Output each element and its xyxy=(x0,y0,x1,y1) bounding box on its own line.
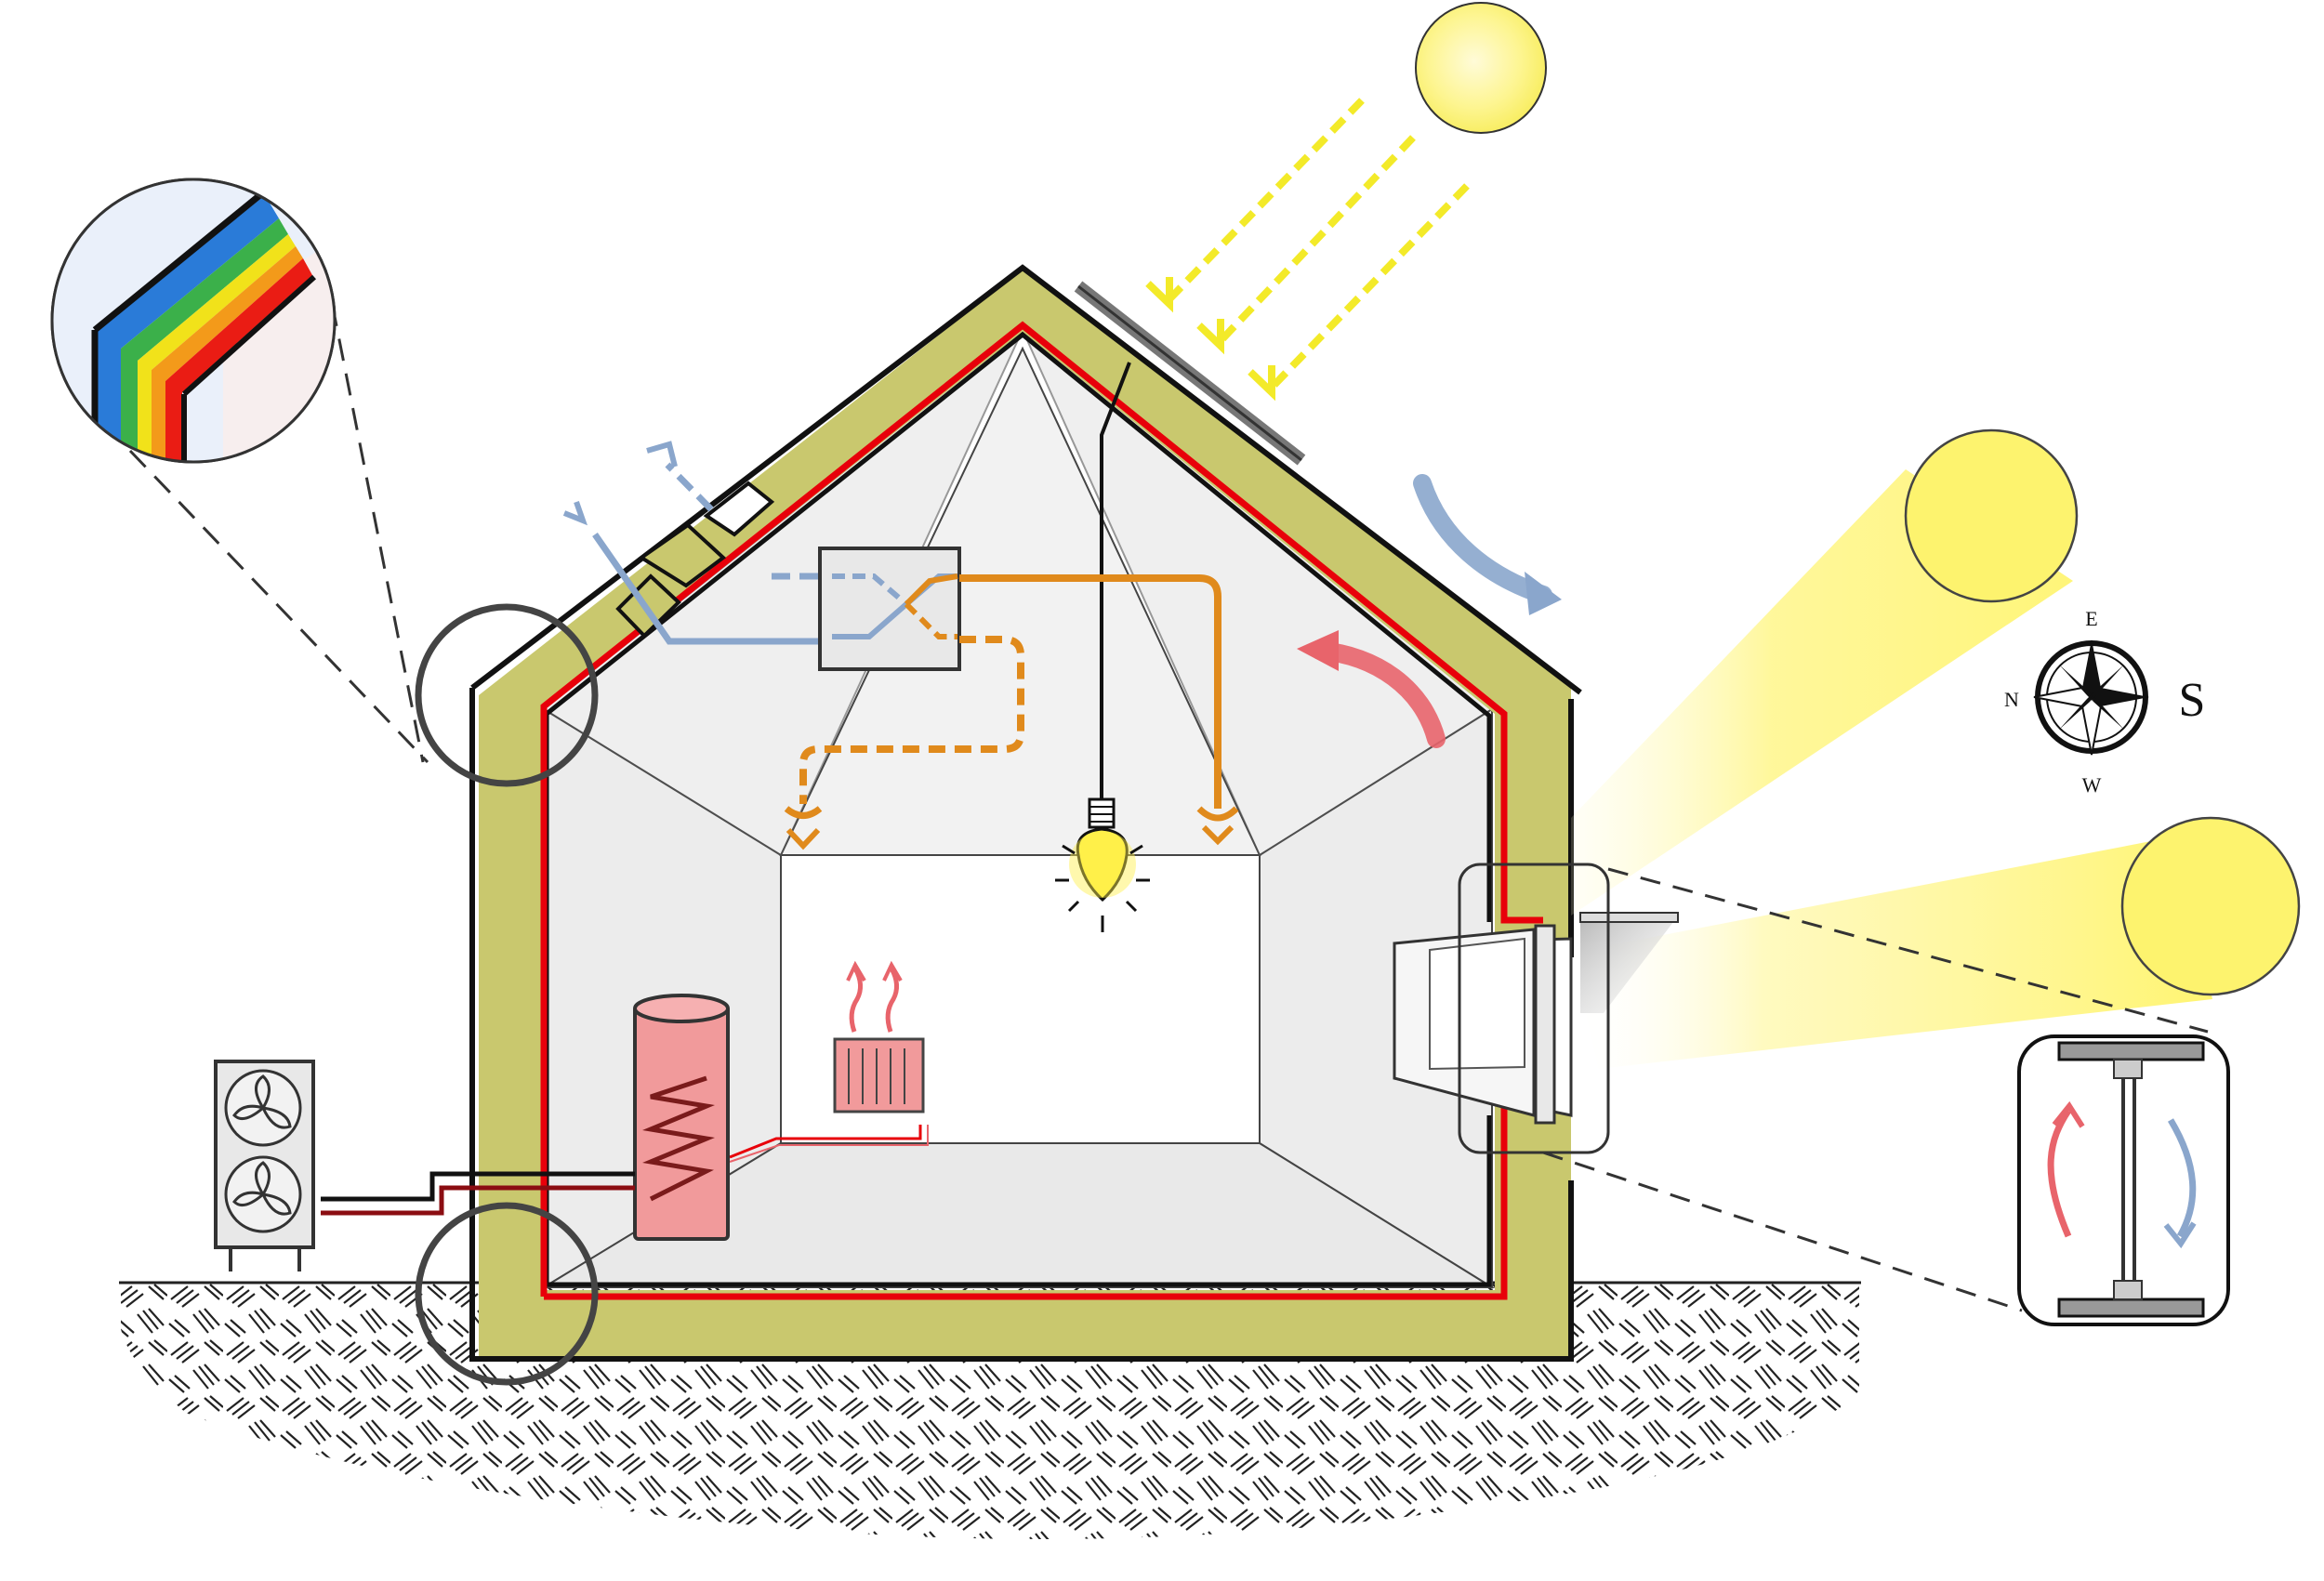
sun-top xyxy=(1145,2,1547,402)
compass-label-east: E xyxy=(2085,607,2097,630)
radiator-icon xyxy=(833,960,925,1113)
cool-air-arrow xyxy=(1413,474,1552,604)
insulation-detail-callout xyxy=(50,178,429,764)
solar-panel xyxy=(1074,281,1306,799)
compass-label-south: S xyxy=(2179,674,2206,727)
hot-water-tank-icon xyxy=(633,994,929,1241)
warm-air-arrow xyxy=(2047,1109,2072,1238)
compass-label-west: W xyxy=(2082,773,2102,797)
ventilation-system xyxy=(562,441,1239,850)
house-interior xyxy=(540,329,1496,1289)
heat-recovery-unit-icon xyxy=(818,547,961,671)
sun-icon xyxy=(1904,428,2079,603)
compass-rose-icon: E W N S xyxy=(2004,607,2205,797)
lightbulb-icon xyxy=(1055,797,1150,932)
sunlight-beams xyxy=(1571,428,2301,1069)
thermal-bridge-markers xyxy=(415,603,599,1386)
roof-air-arrows xyxy=(1297,474,1562,748)
window-detail-callout xyxy=(1542,867,2230,1326)
cool-air-arrow xyxy=(2167,1118,2197,1238)
sun-rays-dashed xyxy=(1164,98,1470,393)
window-detail-frame xyxy=(1458,863,1610,1154)
heat-pump xyxy=(214,1060,635,1271)
warm-air-arrow xyxy=(1311,641,1446,748)
sun-ray-arrowheads xyxy=(1145,277,1275,402)
window xyxy=(1393,863,1679,1154)
compass-label-north: N xyxy=(2004,688,2019,711)
sun-icon xyxy=(1415,2,1547,134)
sun-icon xyxy=(2120,816,2301,996)
